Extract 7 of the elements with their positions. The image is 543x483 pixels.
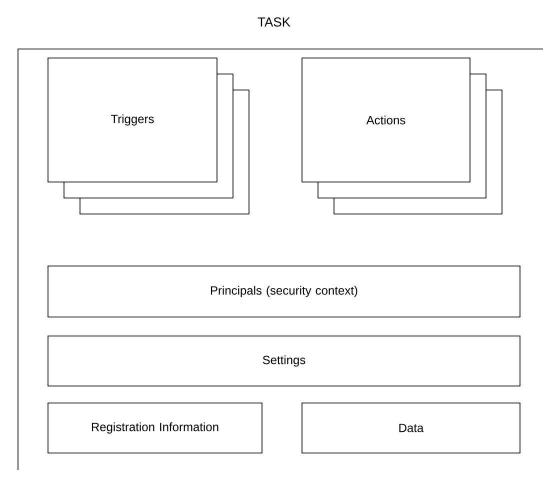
title: TASK	[258, 17, 290, 27]
box: Data	[302, 402, 520, 454]
box: Principals (security context)	[48, 266, 520, 318]
stacked-box: Triggers	[48, 58, 250, 214]
box: Settings	[48, 336, 520, 386]
stacked-box: Actions	[302, 58, 502, 214]
box: Registration Information	[48, 402, 262, 454]
